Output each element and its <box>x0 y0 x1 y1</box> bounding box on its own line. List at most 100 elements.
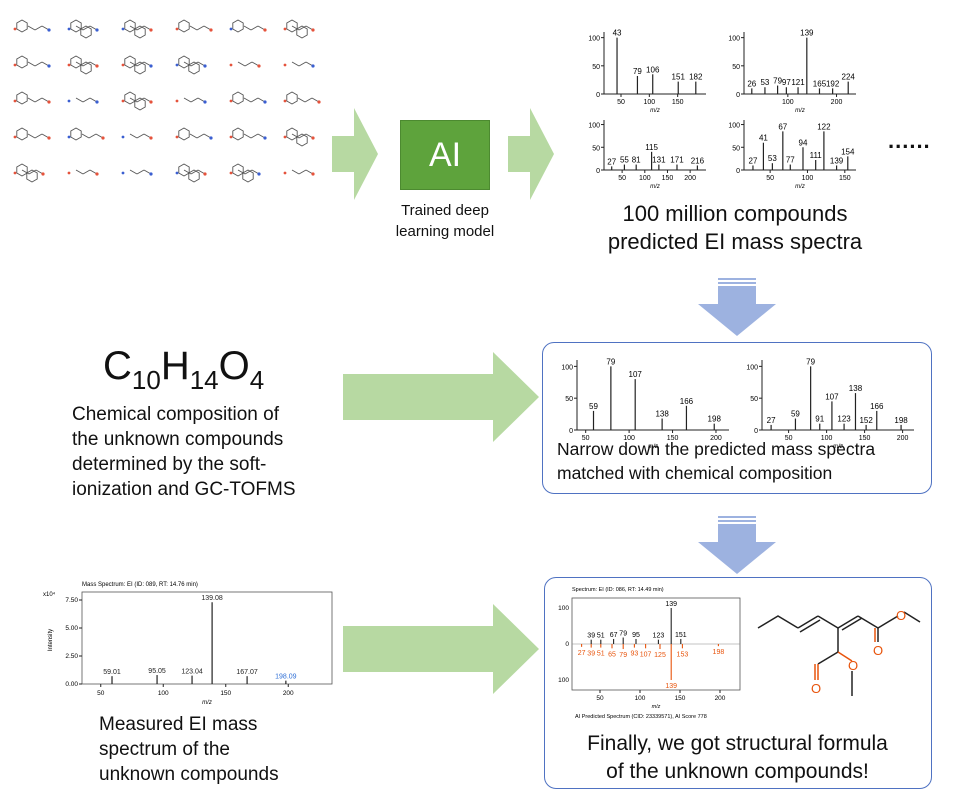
bond <box>75 169 84 175</box>
peak-label: 167.07 <box>236 669 258 676</box>
bond <box>304 97 313 103</box>
heteroatom <box>101 136 105 140</box>
y-exponent: x10⁴ <box>43 591 56 598</box>
peak-label: 139 <box>665 601 677 608</box>
bond <box>136 169 145 175</box>
down-arrow-2 <box>698 516 776 574</box>
bond <box>243 97 252 103</box>
x-tick-label: 50 <box>617 99 625 106</box>
bond <box>298 133 307 139</box>
peak-label: 122 <box>817 122 831 131</box>
peak-label: 192 <box>826 79 840 88</box>
bond <box>298 169 307 175</box>
peak-label: 27 <box>767 416 776 425</box>
bond <box>34 25 43 31</box>
heteroatom <box>209 136 213 140</box>
x-tick-label: 100 <box>635 695 646 702</box>
heteroatom <box>67 27 71 31</box>
molecule-sketch <box>229 61 261 68</box>
bond <box>34 97 43 103</box>
bond <box>75 97 84 103</box>
molecule-sketch <box>121 55 153 75</box>
bond <box>196 25 205 31</box>
y-tick-label: 0 <box>569 428 573 435</box>
heteroatom <box>283 135 287 139</box>
heteroatom <box>229 63 233 67</box>
ring <box>286 127 298 141</box>
peak-label: 111 <box>810 151 823 160</box>
peak-label: 79 <box>633 67 642 76</box>
peak-label: 26 <box>747 79 756 88</box>
peak-label: 107 <box>825 392 839 401</box>
y-tick-label: 7.50 <box>65 597 78 604</box>
heteroatom <box>121 135 125 139</box>
peak-label: 151 <box>675 632 687 639</box>
peak-label: 79 <box>619 631 627 638</box>
measured-caption: Measured EI mass spectrum of the unknown… <box>99 714 279 785</box>
heteroatom <box>257 64 261 68</box>
x-tick-label: 100 <box>158 690 169 697</box>
x-tick-label: 200 <box>715 695 726 702</box>
ring <box>178 19 190 33</box>
peak-label: 97 <box>782 78 791 87</box>
bond <box>237 169 246 175</box>
predicted-peak-label: 125 <box>654 652 666 659</box>
x-axis-label: m/z <box>795 184 805 190</box>
peak-label: 198.09 <box>275 674 297 681</box>
predicted-caption: 100 million compounds predicted EI mass … <box>607 201 863 254</box>
molecule-sketch <box>13 91 51 105</box>
arrow-to-narrow <box>343 352 539 442</box>
molecule-sketch <box>67 127 105 141</box>
heteroatom <box>149 64 153 68</box>
peak-label: 182 <box>689 73 703 82</box>
x-axis-label: m/z <box>650 184 660 190</box>
heteroatom <box>175 99 179 103</box>
ai-caption: Trained deep learning model <box>395 202 495 240</box>
svg-text:O: O <box>811 681 821 696</box>
spectrum-footer: AI Predicted Spectrum (CID: 23339571), A… <box>575 714 707 720</box>
heteroatom <box>95 100 99 104</box>
peak-label: 59 <box>791 410 800 419</box>
x-tick-label: 50 <box>596 695 604 702</box>
y-tick-label: 50 <box>565 396 573 403</box>
heteroatom <box>13 99 17 103</box>
svg-text:O: O <box>896 608 906 623</box>
peak-label: 43 <box>613 29 622 38</box>
molecule-sketch <box>121 169 153 176</box>
bond <box>244 169 253 175</box>
heteroatom <box>149 100 153 104</box>
bond <box>189 133 198 139</box>
molecule-library-grid <box>13 19 321 183</box>
bond <box>190 169 199 175</box>
ring <box>232 91 244 105</box>
x-tick-label: 150 <box>220 690 231 697</box>
peak-label: 154 <box>841 147 855 156</box>
x-tick-label: 50 <box>97 690 105 697</box>
heteroatom <box>229 99 233 103</box>
x-axis-label: m/z <box>202 700 212 706</box>
bond <box>28 169 37 175</box>
heteroatom <box>229 135 233 139</box>
y-tick-label: 100 <box>728 36 740 43</box>
heteroatom <box>47 64 51 68</box>
bond <box>250 25 259 31</box>
y-tick-label: 0 <box>565 641 569 648</box>
bond <box>243 133 252 139</box>
peak-label: 27 <box>607 157 616 166</box>
x-tick-label: 100 <box>802 175 814 182</box>
heteroatom <box>121 99 125 103</box>
molecule-sketch <box>121 133 153 140</box>
x-tick-label: 50 <box>785 435 793 442</box>
bond <box>136 133 145 139</box>
bond <box>27 61 36 67</box>
bond <box>129 61 138 67</box>
ring <box>70 55 82 69</box>
peak-label: 27 <box>749 156 758 165</box>
heteroatom <box>95 172 99 176</box>
ring <box>232 163 244 177</box>
peak-label: 151 <box>672 73 686 82</box>
y-tick-label: 50 <box>732 64 740 71</box>
bond <box>250 133 259 139</box>
ring <box>232 127 244 141</box>
y-tick-label: 2.50 <box>65 653 78 660</box>
